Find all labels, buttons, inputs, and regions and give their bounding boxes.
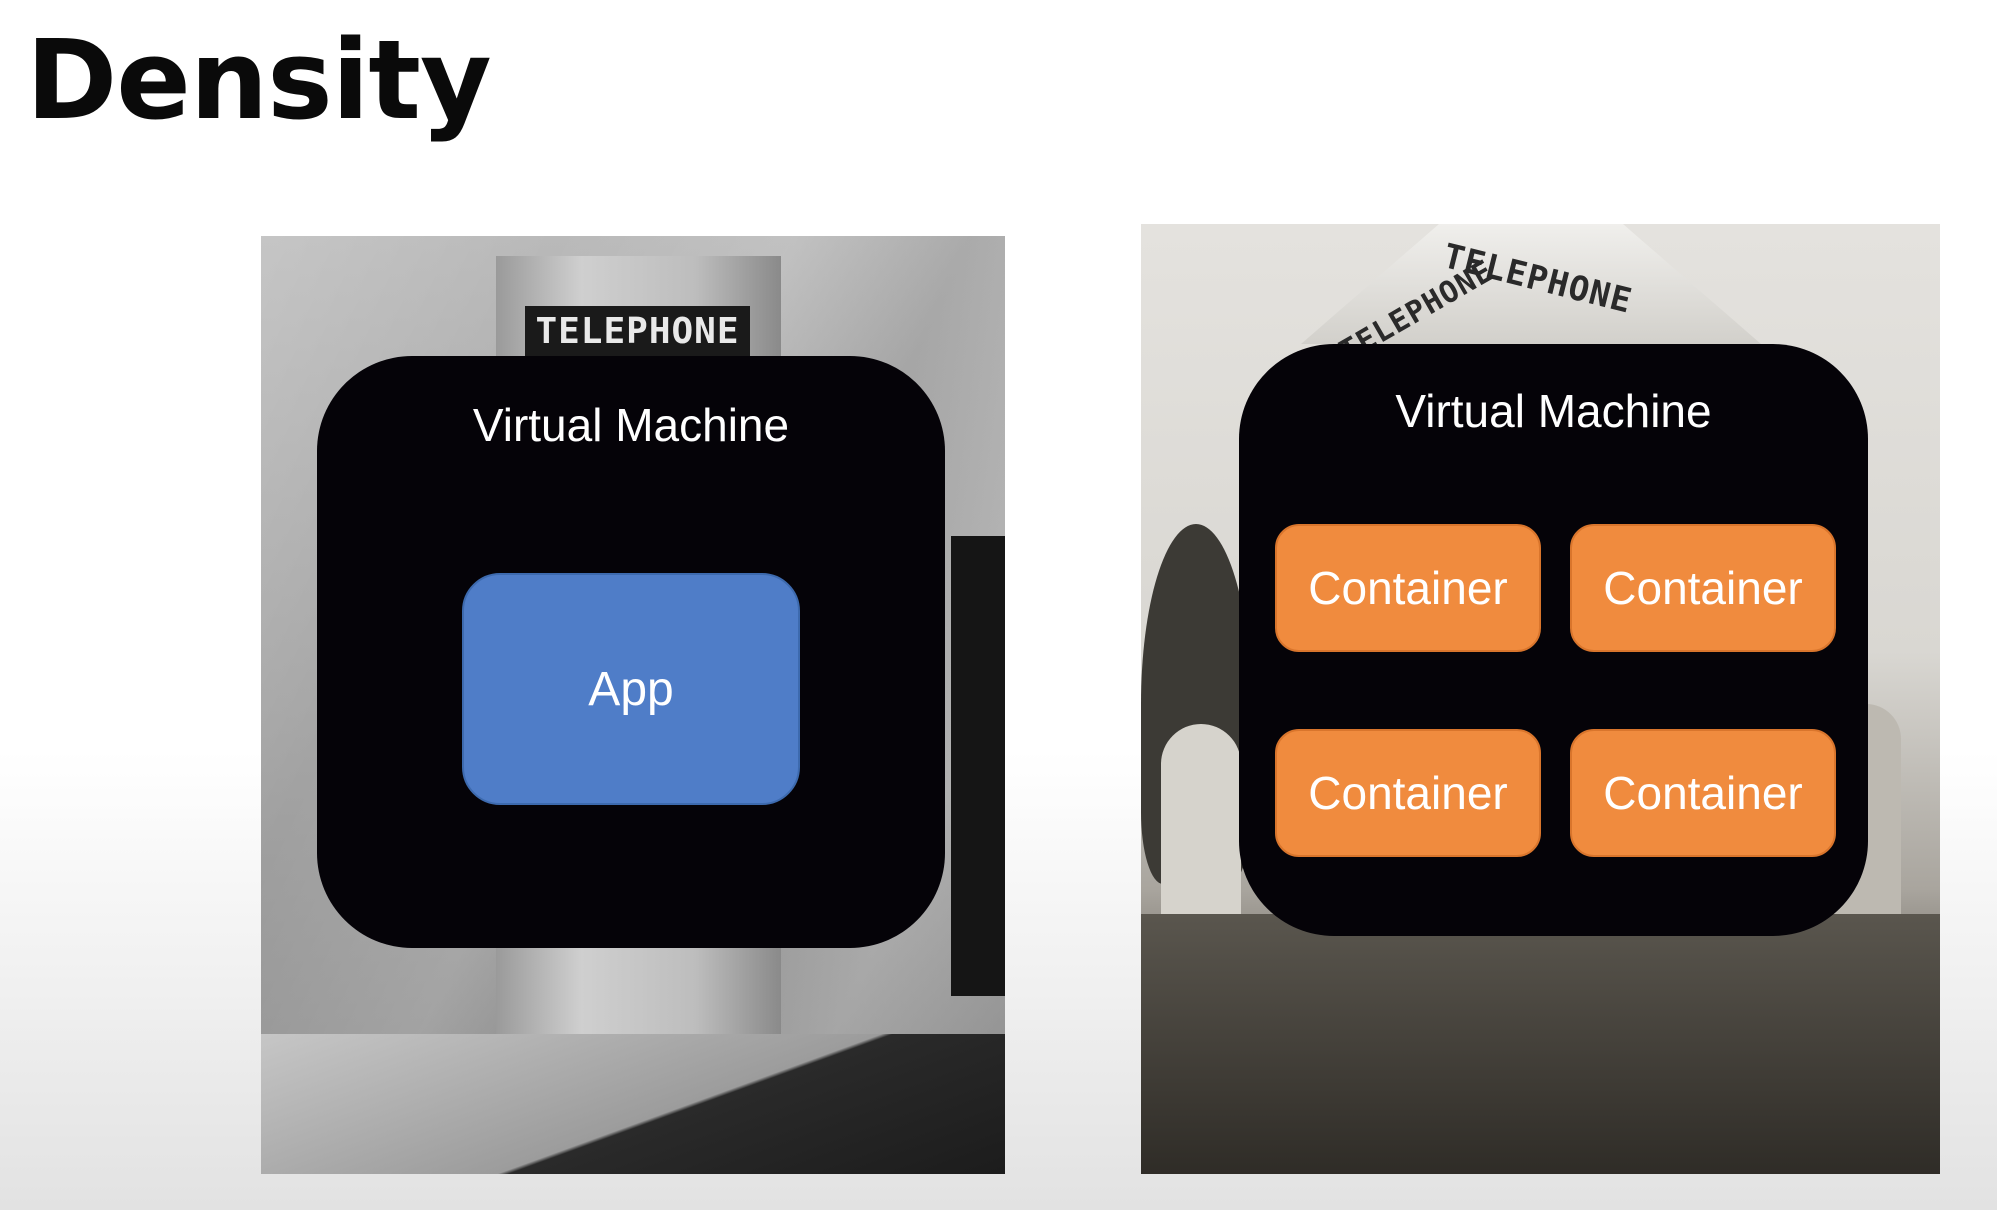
vm-box-right: Virtual Machine Container Container Cont… [1239, 344, 1868, 936]
vm-label: Virtual Machine [1395, 385, 1712, 437]
container-box: Container [1275, 729, 1541, 857]
app-label: App [588, 662, 674, 716]
floor-image [261, 1034, 1005, 1174]
container-label: Container [1308, 767, 1508, 819]
app-box: App [462, 573, 800, 805]
container-label: Container [1603, 562, 1803, 614]
slide-title: Density [26, 16, 492, 144]
telephone-sign: TELEPHONE [525, 306, 750, 358]
container-box: Container [1570, 729, 1836, 857]
vm-label: Virtual Machine [472, 399, 790, 451]
ground-image [1141, 914, 1940, 1174]
container-box: Container [1570, 524, 1836, 652]
container-label: Container [1308, 562, 1508, 614]
vm-box-left: Virtual Machine App [317, 356, 945, 948]
container-label: Container [1603, 767, 1803, 819]
container-box: Container [1275, 524, 1541, 652]
booth-side-panel [951, 536, 1005, 996]
